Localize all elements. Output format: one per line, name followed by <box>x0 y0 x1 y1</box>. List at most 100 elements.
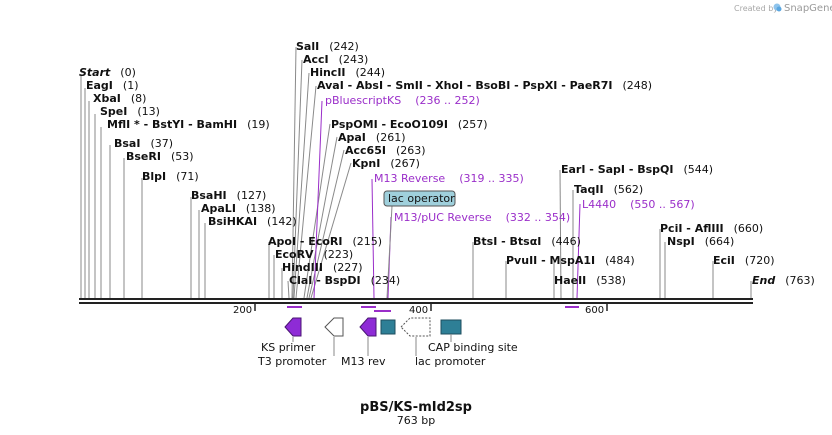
enzyme-name-part: XhoI <box>435 79 463 92</box>
enzyme-name-part: BspQI <box>637 163 673 176</box>
feature-label-ks-primer: KS primer <box>261 341 316 354</box>
enzyme-name-part: - <box>344 79 356 92</box>
enzyme-name-part: BsaI <box>114 137 140 150</box>
enzyme-name-part: - <box>585 163 597 176</box>
lac-operator-box-icon[interactable] <box>380 319 396 335</box>
enzyme-name-part: BspDI <box>325 274 361 287</box>
enzyme-acc65i[interactable]: Acc65I(263) <box>345 144 426 157</box>
enzyme-name-part: NspI <box>667 235 695 248</box>
cap-binding-site-box-icon[interactable] <box>440 319 462 335</box>
enzyme-ecorv[interactable]: EcoRV(223) <box>275 248 353 261</box>
enzyme-name-part: - <box>144 118 152 131</box>
primer-range: (332 .. 354) <box>506 211 571 224</box>
enzyme-spei[interactable]: SpeI(13) <box>100 105 160 118</box>
enzyme-name-part: MspA1I <box>549 254 595 267</box>
enzyme-bsahi[interactable]: BsaHI(127) <box>191 189 266 202</box>
credit-text: Created by <box>734 4 778 13</box>
t3-promoter-arrow-icon[interactable] <box>324 317 344 337</box>
enzyme-name-part: Acc65I <box>345 144 386 157</box>
enzyme-position: (215) <box>352 235 382 248</box>
primer-range: (550 .. 567) <box>630 198 695 211</box>
enzyme-name-part: ClaI <box>289 274 312 287</box>
enzyme-name-part: - <box>510 79 522 92</box>
feature-label-cap-binding-site: CAP binding site <box>428 341 518 354</box>
lac-promoter-arrow-icon[interactable] <box>400 317 431 337</box>
enzyme-acci[interactable]: AccI(243) <box>303 53 368 66</box>
enzyme-hindiii[interactable]: HindIII(227) <box>282 261 363 274</box>
enzyme-pcii[interactable]: PciI - AflIII(660) <box>660 222 763 235</box>
enzyme-name-part: - <box>312 274 324 287</box>
enzyme-name-part: - <box>625 163 637 176</box>
primer-m13-puc-reverse[interactable]: M13/pUC Reverse (332 .. 354) <box>394 211 570 224</box>
enzyme-position: (37) <box>150 137 173 150</box>
primer-range: (319 .. 335) <box>459 172 524 185</box>
lac-operator-callout[interactable] <box>383 190 456 207</box>
enzyme-haeii[interactable]: HaeII(538) <box>554 274 626 287</box>
enzyme-start[interactable]: Start(0) <box>79 66 136 79</box>
enzyme-bseri[interactable]: BseRI (53) <box>126 150 194 163</box>
enzyme-name-part: - <box>378 118 390 131</box>
enzyme-name-part: BtsαI <box>510 235 542 248</box>
enzyme-apai[interactable]: ApaI(261) <box>338 131 406 144</box>
enzyme-name-part: AbsI <box>356 79 383 92</box>
enzyme-mfli[interactable]: MflI * - BstYI - BamHI(19) <box>107 118 270 131</box>
enzyme-position: (243) <box>339 53 369 66</box>
enzyme-name-part: EciI <box>713 254 735 267</box>
enzyme-kpni[interactable]: KpnI(267) <box>352 157 420 170</box>
enzyme-leader-lines <box>80 46 752 299</box>
enzyme-end[interactable]: End(763) <box>752 274 815 287</box>
enzyme-name-part: SalI <box>296 40 319 53</box>
enzyme-sali[interactable]: SalI(242) <box>296 40 359 53</box>
enzyme-position: (244) <box>356 66 386 79</box>
enzyme-position: (763) <box>785 274 815 287</box>
enzyme-pspomi[interactable]: PspOMI - EcoO109I(257) <box>331 118 488 131</box>
enzyme-btsi[interactable]: BtsI - BtsαI(446) <box>473 235 581 248</box>
primer-l4440[interactable]: L4440(550 .. 567) <box>582 198 695 211</box>
m13-rev-arrow-icon[interactable] <box>359 317 377 337</box>
enzyme-nspi[interactable]: NspI(664) <box>667 235 734 248</box>
enzyme-avai[interactable]: AvaI - AbsI - SmII - XhoI - BsoBI - PspX… <box>317 79 652 92</box>
map-length: 763 bp <box>397 414 435 427</box>
feature-label-lac-promoter: lac promoter <box>415 355 486 368</box>
enzyme-name-part: PvuII <box>506 254 537 267</box>
enzyme-eagi[interactable]: EagI(1) <box>86 79 139 92</box>
enzyme-bsai[interactable]: BsaI (37) <box>114 137 173 150</box>
enzyme-name-part: BamHI <box>197 118 238 131</box>
enzyme-name-part: - <box>557 79 569 92</box>
enzyme-name-part: TaqII <box>574 183 604 196</box>
enzyme-name-part: EarI <box>561 163 585 176</box>
feature-label-t3-promoter: T3 promoter <box>257 355 327 368</box>
enzyme-xbai[interactable]: XbaI(8) <box>93 92 146 105</box>
enzyme-name-part: BsoBI <box>475 79 510 92</box>
enzyme-name-part: BseRI <box>126 150 161 163</box>
enzyme-pvuii[interactable]: PvuII - MspA1I(484) <box>506 254 635 267</box>
enzyme-position: (1) <box>123 79 139 92</box>
enzyme-name-part: - <box>537 254 549 267</box>
enzyme-hincii[interactable]: HincII(244) <box>310 66 385 79</box>
enzyme-position: (53) <box>171 150 194 163</box>
ks-primer-arrow-icon[interactable] <box>284 317 302 337</box>
enzyme-eari[interactable]: EarI - SapI - BspQI(544) <box>561 163 713 176</box>
enzyme-name-part: PspOMI <box>331 118 378 131</box>
enzyme-position: (446) <box>551 235 581 248</box>
enzyme-clai[interactable]: ClaI - BspDI (234) <box>289 274 400 287</box>
axis-ticks: 200 400 600 <box>233 304 608 316</box>
enzyme-position: (127) <box>237 189 267 202</box>
enzyme-name-part: - <box>383 79 395 92</box>
enzyme-ecii[interactable]: EciI(720) <box>713 254 775 267</box>
enzyme-position: (234) <box>371 274 401 287</box>
primer-name: M13 Reverse <box>374 172 445 185</box>
enzyme-blpi[interactable]: BlpI(71) <box>142 170 199 183</box>
enzyme-position: (248) <box>623 79 653 92</box>
enzyme-position: (261) <box>376 131 406 144</box>
enzyme-name-part: EcoRV <box>275 248 314 261</box>
enzyme-bsihkai[interactable]: BsiHKAI(142) <box>208 215 297 228</box>
enzyme-apali[interactable]: ApaLI(138) <box>201 202 276 215</box>
primer-m13-reverse[interactable]: M13 Reverse (319 .. 335) <box>374 172 524 185</box>
lac-operator-callout-label: lac operator <box>388 192 455 205</box>
enzyme-apoi[interactable]: ApoI - EcoRI(215) <box>268 235 382 248</box>
primer-name: M13/pUC Reverse <box>394 211 492 224</box>
primer-range: (236 .. 252) <box>415 94 480 107</box>
enzyme-taqii[interactable]: TaqII(562) <box>574 183 643 196</box>
primer-pbluescriptks[interactable]: pBluescriptKS(236 .. 252) <box>325 94 480 107</box>
